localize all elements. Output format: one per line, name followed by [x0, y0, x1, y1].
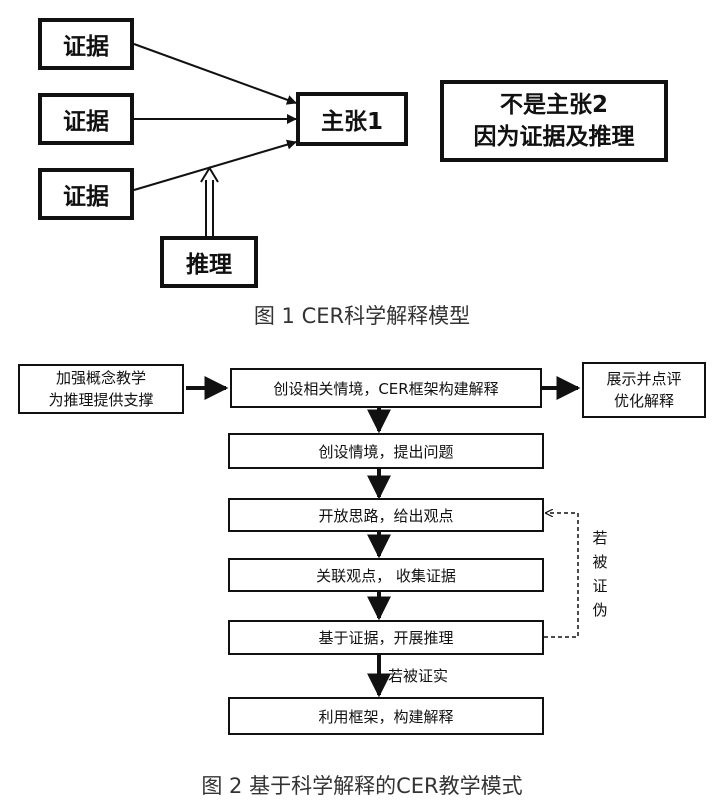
evaluation-box: 展示并点评 优化解释	[582, 362, 706, 418]
step-3-label: 关联观点， 收集证据	[316, 566, 456, 585]
step-2-label: 开放思路，给出观点	[318, 506, 454, 525]
concept-teaching-line1: 加强概念教学	[55, 369, 146, 387]
evidence-1-label: 证据	[63, 34, 109, 60]
concept-teaching-line2: 为推理提供支撑	[48, 391, 154, 409]
reasoning-label: 推理	[186, 252, 232, 278]
step-5-label: 利用框架，构建解释	[318, 707, 454, 726]
evidence-box-1: 证据	[38, 18, 134, 70]
if-falsified-label: 若被证伪	[592, 529, 608, 619]
evidence-3-to-claim-arrow	[133, 139, 297, 191]
step-1-box: 创设情境，提出问题	[228, 433, 544, 469]
evidence-3-label: 证据	[63, 184, 109, 210]
step-4-box: 基于证据，开展推理	[228, 620, 544, 655]
concept-teaching-box: 加强概念教学 为推理提供支撑	[18, 364, 184, 414]
evidence-box-2: 证据	[38, 93, 134, 145]
evaluation-line1: 展示并点评	[606, 370, 682, 388]
evidence-1-to-claim-arrow	[133, 43, 297, 105]
figure-1-caption: 图 1 CER科学解释模型	[253, 304, 471, 328]
step-3-box: 关联观点， 收集证据	[228, 558, 544, 592]
step-2-box: 开放思路，给出观点	[228, 498, 544, 532]
claim-1-box: 主张1	[296, 92, 408, 146]
falsified-feedback-loop	[544, 513, 579, 638]
evidence-2-label: 证据	[63, 109, 109, 135]
figure-2-caption: 图 2 基于科学解释的CER教学模式	[201, 774, 523, 798]
evaluation-line2: 优化解释	[613, 392, 674, 410]
step-5-box: 利用框架，构建解释	[228, 697, 544, 735]
claim-2-box: 不是主张2 因为证据及推理	[440, 80, 668, 162]
if-verified-label: 若被证实	[388, 667, 449, 685]
step-1-label: 创设情境，提出问题	[318, 442, 454, 461]
claim-2-line2: 因为证据及推理	[473, 124, 635, 150]
reasoning-box: 推理	[160, 236, 258, 288]
claim-2-line1: 不是主张2	[499, 92, 608, 118]
reasoning-support-arrowhead	[200, 166, 219, 183]
top-process-label: 创设相关情境，CER框架构建解释	[273, 379, 499, 398]
top-process-box: 创设相关情境，CER框架构建解释	[230, 368, 542, 408]
step-4-label: 基于证据，开展推理	[318, 629, 454, 647]
claim-1-label: 主张1	[320, 109, 383, 135]
evidence-box-3: 证据	[38, 168, 134, 220]
